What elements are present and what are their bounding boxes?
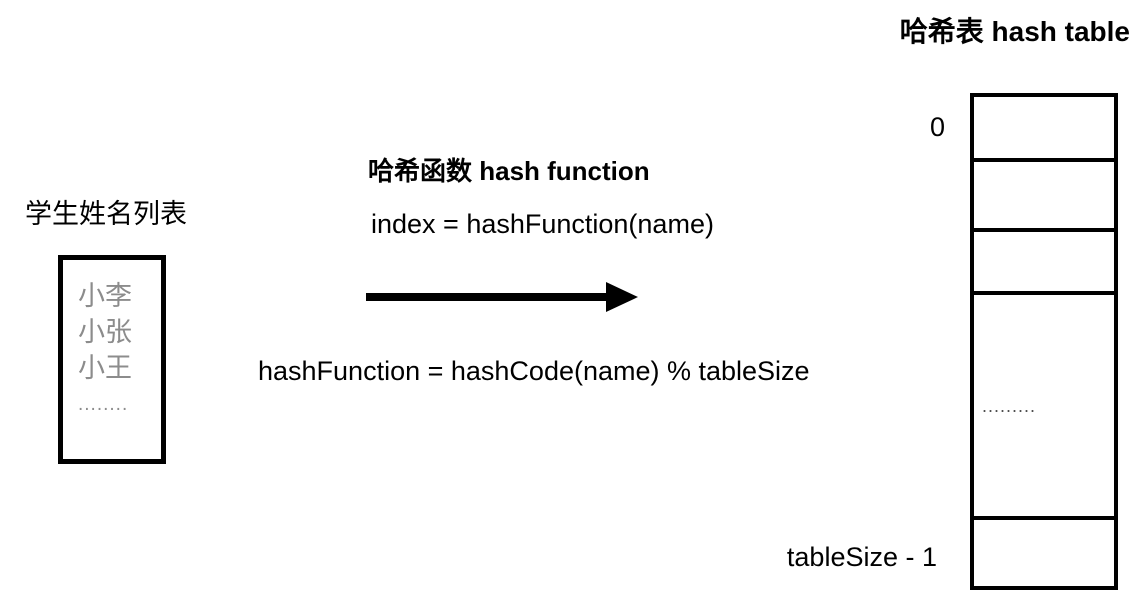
student-list-item: 小王 [78,353,132,383]
hash-table-cell [974,97,1114,162]
right-arrow-icon [366,282,638,312]
student-list-item: 小张 [78,317,132,347]
student-list-label: 学生姓名列表 [25,199,187,229]
hash-table-cell [974,162,1114,232]
hash-table-index-last-label: tableSize - 1 [786,542,937,572]
index-formula: index = hashFunction(name) [371,209,714,239]
hash-table-title: 哈希表 hash table [899,16,1130,47]
hash-table-cell-ellipsis: ......... [974,295,1114,520]
hash-table-cell [974,232,1114,295]
student-list-item: 小李 [78,281,132,311]
hash-function-heading: 哈希函数 hash function [368,156,650,186]
hash-table-index-0-label: 0 [929,112,945,142]
student-list-ellipsis: ........ [78,394,129,415]
hash-table-cell [974,520,1114,586]
cell-content: ......... [982,395,1037,416]
student-list-box: 小李 小张 小王 ........ [58,255,166,464]
hash-table-grid: ......... [970,93,1118,590]
hash-function-definition-formula: hashFunction = hashCode(name) % tableSiz… [258,356,810,386]
